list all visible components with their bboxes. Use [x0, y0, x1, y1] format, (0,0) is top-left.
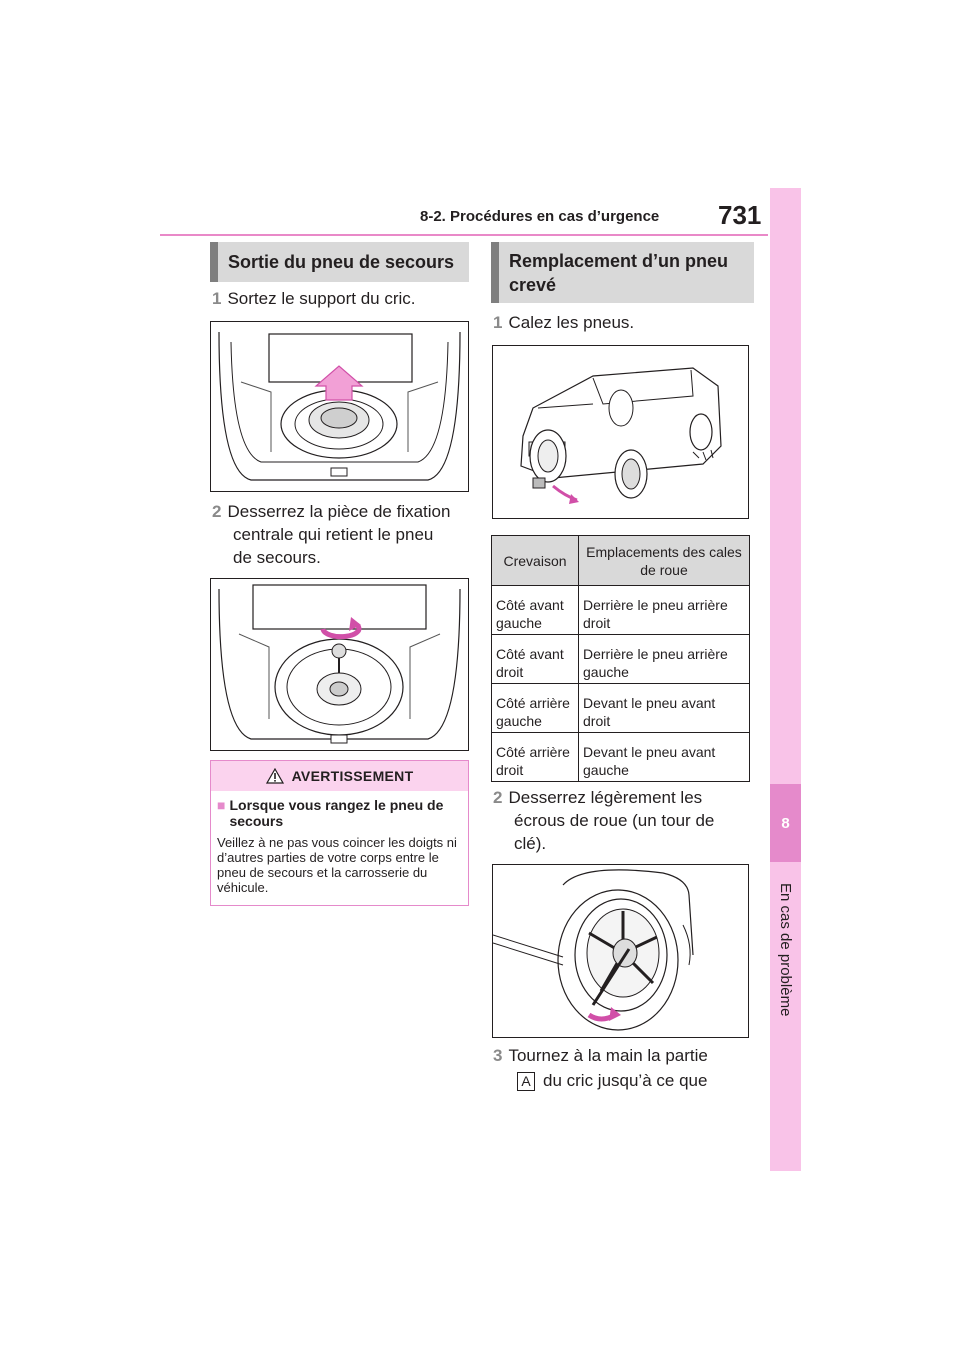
- table-row: Côté avant gauche Derrière le pneu arriè…: [491, 585, 750, 635]
- figure-spare-tire-fastener: [210, 578, 469, 751]
- wheel-chock-table: Crevaison Emplacements des cales de roue…: [491, 535, 750, 782]
- figure-trunk-jack-support: [210, 321, 469, 492]
- warning-header: AVERTISSEMENT: [211, 761, 468, 791]
- table-row: Côté arrière droit Devant le pneu avant …: [491, 732, 750, 782]
- figure-car-wheel-chocks: [492, 345, 749, 519]
- table-row: Côté avant droit Derrière le pneu arrièr…: [491, 634, 750, 684]
- table-cell: Devant le pneu avant droit: [578, 683, 750, 733]
- table-header-cell: Emplacements des cales de roue: [578, 535, 750, 586]
- warning-body: Veillez à ne pas vous coincer les doigts…: [217, 835, 457, 895]
- page-number: 731: [718, 200, 762, 230]
- table-header-cell: Crevaison: [491, 535, 579, 586]
- table-cell: Derrière le pneu arrière droit: [578, 585, 750, 635]
- warning-subtitle: ■ Lorsque vous rangez le pneu de secours: [217, 797, 444, 829]
- table-cell: Devant le pneu avant gauche: [578, 732, 750, 782]
- header-rule: [160, 234, 768, 236]
- running-header: 8-2. Procédures en cas d’urgence: [420, 208, 660, 225]
- figure-wheel-lug-wrench: [492, 864, 749, 1038]
- section-heading-spare-tire: Sortie du pneu de secours: [210, 242, 469, 282]
- table-cell: Côté arrière gauche: [491, 683, 579, 733]
- callout-box-a: A: [517, 1072, 535, 1092]
- table-cell: Côté avant droit: [491, 634, 579, 684]
- warning-box: AVERTISSEMENT ■ Lorsque vous rangez le p…: [210, 760, 469, 906]
- bullet-square-icon: ■: [217, 797, 226, 813]
- table-cell: Côté avant gauche: [491, 585, 579, 635]
- section-heading-flat-tire: Remplacement d’un pneu crevé: [491, 242, 754, 303]
- chapter-number-tab[interactable]: 8: [770, 784, 801, 862]
- table-cell: Derrière le pneu arrière gauche: [578, 634, 750, 684]
- chapter-title-tab: En cas de problème: [777, 883, 794, 1017]
- table-header-row: Crevaison Emplacements des cales de roue: [491, 535, 750, 586]
- warning-title: AVERTISSEMENT: [291, 768, 414, 784]
- chapter-side-tab: [770, 188, 801, 1171]
- table-cell: Côté arrière droit: [491, 732, 579, 782]
- table-row: Côté arrière gauche Devant le pneu avant…: [491, 683, 750, 733]
- warning-triangle-icon: [265, 768, 284, 784]
